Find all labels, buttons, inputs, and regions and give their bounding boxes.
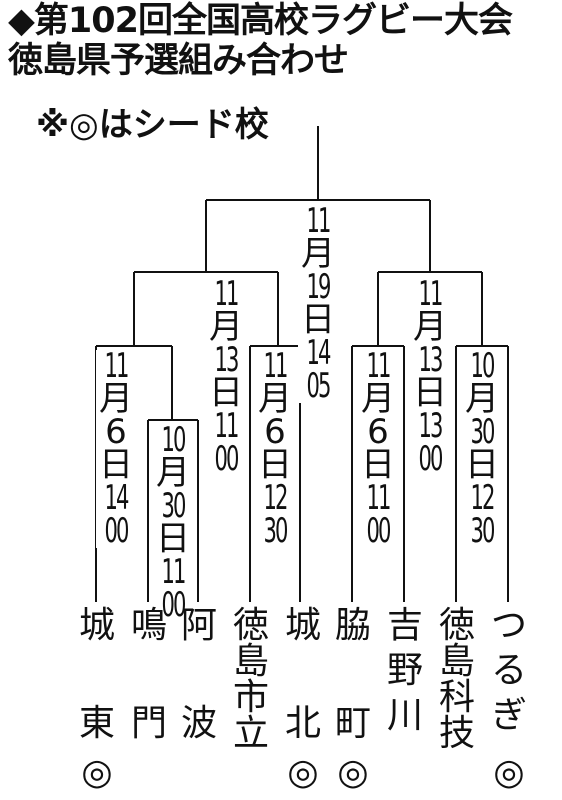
team-2: 阿波 [176, 608, 222, 742]
team-1: 鳴門 [126, 608, 172, 742]
schedule-glyph: 00 [104, 511, 129, 551]
team-name-glyph: 波 [180, 703, 217, 744]
team-4: 城北 [280, 608, 326, 742]
schedule-glyph: 11 [104, 346, 129, 386]
schedule-glyph: 月 [156, 453, 190, 493]
title-line-1: ◆第102回全国高校ラグビー大会 [8, 1, 513, 41]
team-6: 吉野川 [382, 608, 428, 734]
team-8: つるぎ [486, 608, 532, 734]
schedule-glyph: 13 [214, 340, 239, 380]
schedule-glyph: 6 [367, 412, 389, 452]
schedule-glyph: 日 [156, 519, 190, 559]
schedule-glyph: 11 [418, 274, 443, 314]
schedule-glyph: 日 [413, 373, 447, 413]
team-name-glyph: 阿 [180, 605, 217, 646]
seed-mark-4: ◎ [287, 752, 319, 793]
team-name-glyph: 町 [334, 703, 371, 744]
schedule-glyph: 6 [105, 412, 127, 452]
schedule-glyph: 30 [470, 412, 495, 452]
team-name-glyph: つ [490, 605, 527, 646]
schedule-glyph: 11 [214, 406, 239, 446]
schedule-glyph: 11 [161, 552, 186, 592]
schedule-glyph: 13 [418, 340, 443, 380]
schedule-glyph: 12 [263, 478, 288, 518]
schedule-glyph: 日 [361, 445, 395, 485]
team-name-glyph: 城 [284, 605, 321, 646]
schedule-glyph: 日 [465, 445, 499, 485]
seed-mark-8: ◎ [493, 752, 525, 793]
seed-mark-0: ◎ [81, 752, 113, 793]
team-name-glyph: 科 [438, 677, 475, 718]
team-name-glyph: 立 [232, 713, 269, 754]
schedule-glyph: 月 [465, 379, 499, 419]
team-name-glyph: 川 [386, 695, 423, 736]
team-name-glyph: る [490, 650, 527, 691]
team-name-glyph: 東 [78, 703, 115, 744]
schedule-glyph: 11 [263, 346, 288, 386]
schedule-glyph: 日 [209, 373, 243, 413]
schedule-glyph: 19 [306, 267, 331, 307]
schedule-glyph: 30 [470, 511, 495, 551]
team-name-glyph: 野 [386, 650, 423, 691]
schedule-glyph: 日 [301, 300, 335, 340]
schedule-glyph: 13 [418, 406, 443, 446]
team-name-glyph: 技 [438, 713, 475, 754]
team-name-glyph: 島 [232, 641, 269, 682]
schedule-glyph: 11 [214, 274, 239, 314]
team-name-glyph: 吉 [386, 605, 423, 646]
schedule-glyph: 月 [99, 379, 133, 419]
team-name-glyph: 島 [438, 641, 475, 682]
team-name-glyph: 脇 [334, 605, 371, 646]
team-0: 城東 [74, 608, 120, 742]
seed-note: ※◎はシード校 [36, 105, 269, 145]
team-5: 脇町 [330, 608, 376, 742]
schedule-glyph: 日 [258, 445, 292, 485]
schedule-glyph: 10 [161, 420, 186, 460]
team-name-glyph: 門 [130, 703, 167, 744]
schedule-glyph: 11 [366, 478, 391, 518]
schedule-glyph: 10 [470, 346, 495, 386]
schedule-glyph: 11 [306, 201, 331, 241]
schedule-glyph: 00 [161, 585, 186, 625]
schedule-glyph: 00 [214, 439, 239, 479]
team-name-glyph: 城 [78, 605, 115, 646]
team-name-glyph: 市 [232, 677, 269, 718]
schedule-glyph: 14 [104, 478, 129, 518]
team-name-glyph: ぎ [490, 695, 527, 736]
schedule-glyph: 11 [366, 346, 391, 386]
schedule-glyph: 05 [306, 366, 331, 406]
schedule-glyph: 14 [306, 333, 331, 373]
team-name-glyph: 徳 [438, 605, 475, 646]
team-name-glyph: 鳴 [130, 605, 167, 646]
schedule-glyph: 00 [366, 511, 391, 551]
title-line-2: 徳島県予選組み合わせ [8, 41, 349, 81]
schedule-glyph: 12 [470, 478, 495, 518]
team-3: 徳島市立 [228, 608, 274, 752]
schedule-glyph: 月 [209, 307, 243, 347]
team-7: 徳島科技 [434, 608, 480, 752]
schedule-glyph: 30 [161, 486, 186, 526]
seed-mark-5: ◎ [337, 752, 369, 793]
schedule-glyph: 月 [258, 379, 292, 419]
schedule-glyph: 月 [413, 307, 447, 347]
team-name-glyph: 北 [284, 703, 321, 744]
schedule-glyph: 日 [99, 445, 133, 485]
schedule-glyph: 月 [361, 379, 395, 419]
team-name-glyph: 徳 [232, 605, 269, 646]
schedule-glyph: 月 [301, 234, 335, 274]
schedule-glyph: 00 [418, 439, 443, 479]
schedule-glyph: 6 [264, 412, 286, 452]
schedule-glyph: 30 [263, 511, 288, 551]
